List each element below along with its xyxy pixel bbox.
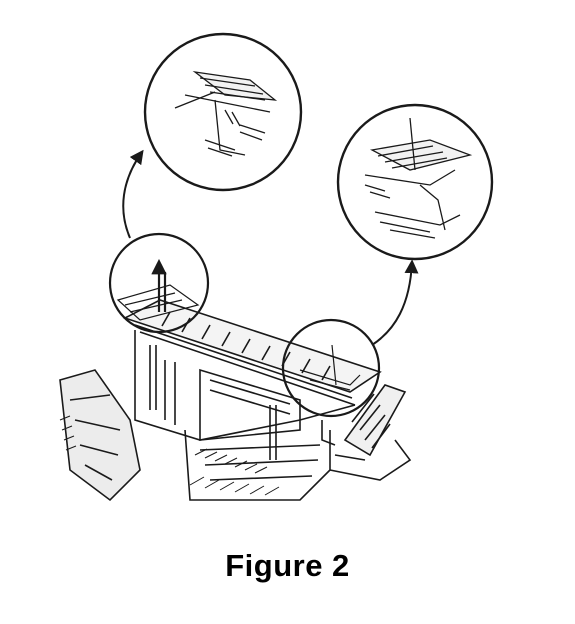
callout-arrow-right bbox=[371, 259, 419, 346]
detail-circle-right bbox=[281, 318, 381, 418]
detail-circle-left bbox=[108, 232, 210, 334]
detail-part-top bbox=[174, 70, 278, 157]
figure-caption: Figure 2 bbox=[225, 548, 350, 583]
callout-arrow-left bbox=[122, 149, 144, 239]
detail-circle-top bbox=[143, 32, 303, 192]
removal-arrow bbox=[151, 258, 167, 312]
main-assembly bbox=[59, 299, 412, 502]
detail-part-right bbox=[364, 117, 473, 239]
detail-circle-right-large bbox=[336, 103, 494, 261]
mechanical-illustration bbox=[59, 32, 494, 502]
